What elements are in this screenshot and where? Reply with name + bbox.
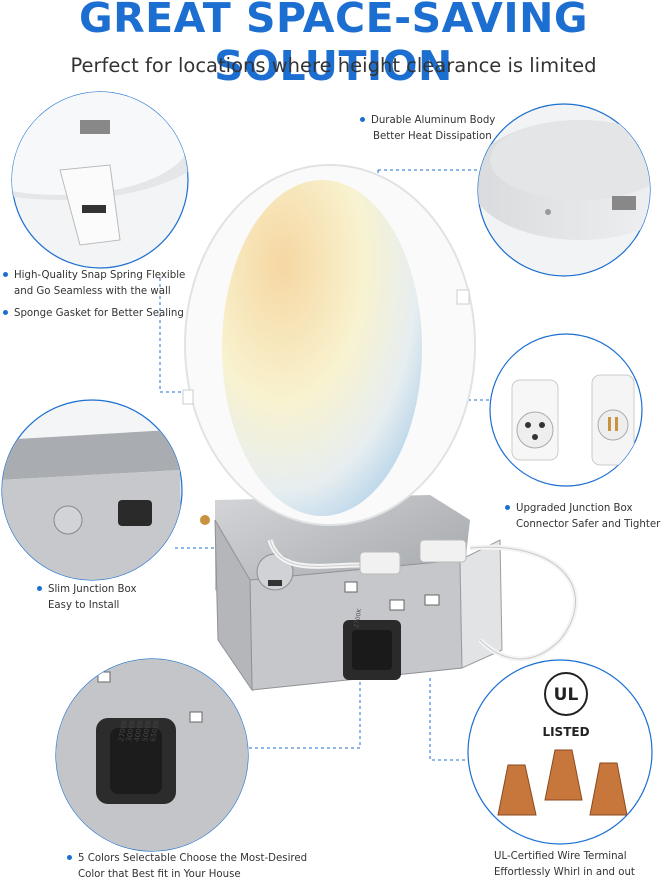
- feature-ul-line1: UL-Certified Wire Terminal: [494, 851, 627, 862]
- cct-label-2700: 2700K: [117, 718, 129, 742]
- junction-box: [200, 495, 503, 692]
- page-subtitle: Perfect for locations where height clear…: [70, 54, 597, 77]
- feature-connector-line1: Upgraded Junction Box: [516, 503, 633, 514]
- feature-gasket: Sponge Gasket for Better Sealing: [3, 306, 184, 322]
- downlight: [182, 164, 476, 526]
- bullet-dot: [360, 116, 365, 122]
- aluminum-detail-circle: [477, 103, 651, 277]
- feature-colors-line2: Color that Best fit in Your House: [78, 869, 241, 880]
- cct-label-3000: 3000K: [125, 718, 137, 742]
- cct-label-5000: 5000K: [141, 718, 153, 742]
- connector-detail-circle: [489, 333, 643, 487]
- feature-connector: Upgraded Junction Box Connector Safer an…: [505, 501, 660, 533]
- ul-mark: UL: [554, 685, 579, 705]
- cct-label-6500: 6500K: [149, 718, 161, 742]
- feature-slim-box: Slim Junction Box Easy to Install: [37, 582, 137, 614]
- bullet-dot: [67, 854, 72, 860]
- feature-spring-line1: High-Quality Snap Spring Flexible: [14, 270, 186, 281]
- feature-aluminum-line2: Better Heat Dissipation: [373, 131, 492, 142]
- connector-socket: [419, 539, 467, 563]
- bullet-dot: [3, 271, 8, 277]
- slim-box-detail-circle: [1, 399, 183, 581]
- feature-ul-line2: Effortlessly Whirl in and out: [494, 867, 635, 878]
- bullet-dot: [37, 585, 42, 591]
- ul-detail-circle: [467, 659, 653, 845]
- feature-slim-box-line1: Slim Junction Box: [48, 584, 137, 595]
- cct-label-box: 2700K: [353, 607, 363, 628]
- feature-colors-line1: 5 Colors Selectable Choose the Most-Desi…: [78, 853, 308, 864]
- feature-colors: 5 Colors Selectable Choose the Most-Desi…: [67, 851, 307, 883]
- cct-label-4000: 4000K: [133, 718, 145, 742]
- cct-labels: 2700K 3000K 4000K 5000K 6500K: [117, 718, 161, 742]
- bullet-dot: [3, 309, 8, 315]
- cct-switch-detail-circle: [55, 658, 249, 852]
- cable-outline: [269, 539, 577, 660]
- feature-spring-line2: and Go Seamless with the wall: [14, 286, 171, 297]
- feature-spring: High-Quality Snap Spring Flexible and Go…: [3, 268, 185, 300]
- spring-detail-circle: [11, 91, 189, 269]
- cct-print-box: 2700K: [353, 607, 363, 628]
- bullet-dot: [505, 504, 510, 510]
- connector-plug: [359, 551, 401, 575]
- feature-slim-box-line2: Easy to Install: [48, 600, 120, 611]
- feature-aluminum-line1: Durable Aluminum Body: [371, 115, 496, 126]
- feature-connector-line2: Connector Safer and Tighter: [516, 519, 661, 530]
- feature-gasket-line1: Sponge Gasket for Better Sealing: [14, 308, 184, 319]
- feature-aluminum: Durable Aluminum Body Better Heat Dissip…: [360, 113, 495, 145]
- page-title: GREAT SPACE-SAVING SOLUTION: [78, 0, 589, 90]
- feature-ul: UL-Certified Wire Terminal Effortlessly …: [494, 849, 635, 881]
- ul-listed-label: LISTED: [542, 725, 589, 739]
